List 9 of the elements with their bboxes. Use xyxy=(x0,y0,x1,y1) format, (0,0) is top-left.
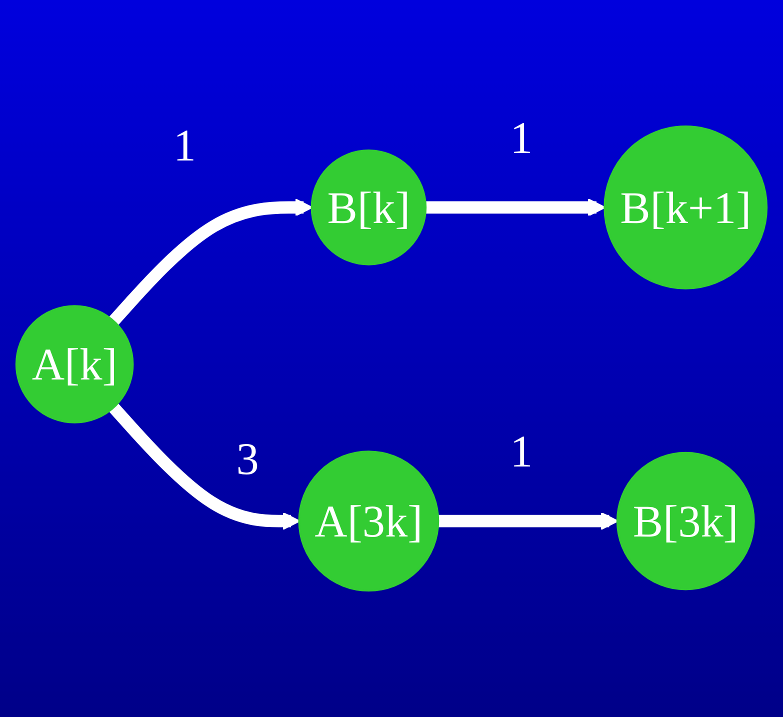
edge-label: 3 xyxy=(236,432,259,486)
edge-label: 1 xyxy=(173,118,196,173)
edge-label: 1 xyxy=(510,110,533,166)
node-label: A[3k] xyxy=(314,494,423,549)
node-label: A[k] xyxy=(32,338,118,392)
edge-label: 1 xyxy=(510,424,533,479)
node-label: B[k+1] xyxy=(620,180,752,236)
node-label: B[3k] xyxy=(632,494,738,549)
node-label: B[k] xyxy=(327,180,410,236)
